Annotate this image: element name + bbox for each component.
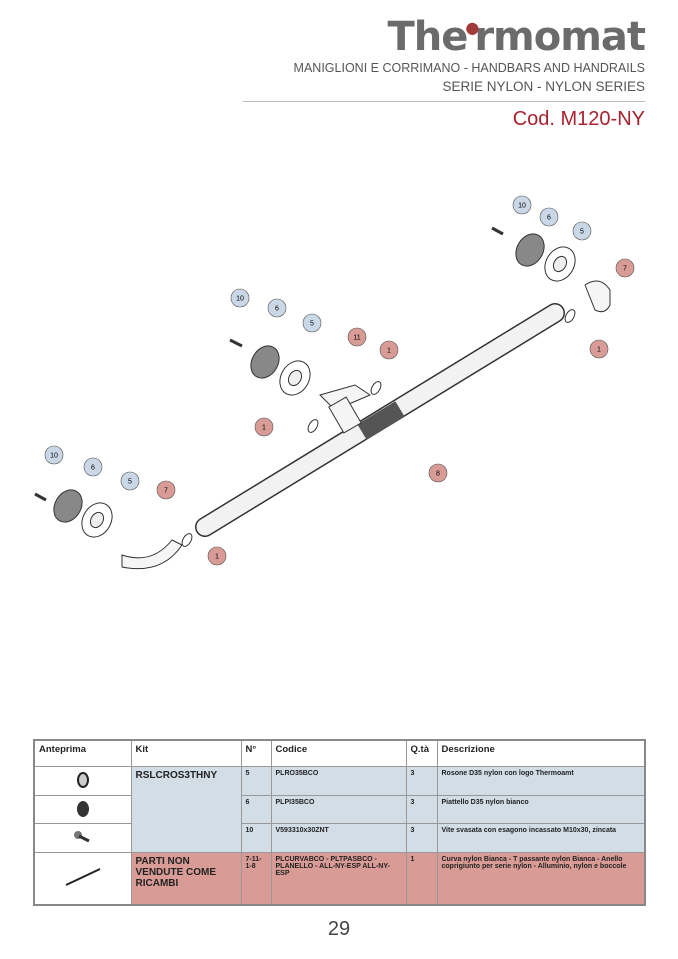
table-row: PARTI NON VENDUTE COME RICAMBI 7-11-1-8 … — [33, 852, 646, 905]
svg-text:10: 10 — [50, 453, 58, 460]
callout: 1 — [589, 339, 609, 359]
svg-text:7: 7 — [623, 266, 627, 273]
callout: 5 — [572, 221, 592, 241]
screw-preview-icon — [33, 823, 132, 853]
thermomat-logo: The●rmomat — [387, 14, 646, 60]
parts-table: Anteprima Kit N° Codice Q.tà Descrizione… — [33, 739, 646, 906]
svg-text:5: 5 — [310, 321, 314, 328]
callout: 10 — [44, 445, 64, 465]
part-qty: 3 — [405, 795, 438, 824]
series-subtitle: SERIE NYLON - NYLON SERIES — [442, 79, 645, 94]
part-qty: 1 — [405, 852, 438, 905]
callout: 5 — [302, 313, 322, 333]
category-subtitle: MANIGLIONI E CORRIMANO - HANDBARS AND HA… — [293, 61, 645, 75]
col-kit: Kit — [130, 739, 242, 767]
svg-text:6: 6 — [91, 465, 95, 472]
callout: 10 — [230, 288, 250, 308]
part-number: 5 — [240, 766, 272, 796]
part-description: Vite svasata con esagono incassato M10x3… — [436, 823, 646, 853]
svg-text:8: 8 — [436, 471, 440, 478]
tube-preview-icon — [33, 852, 132, 905]
svg-text:7: 7 — [164, 488, 168, 495]
svg-text:5: 5 — [580, 229, 584, 236]
plate-preview-icon — [33, 795, 132, 824]
col-number: N° — [240, 739, 272, 767]
kit-name: RSLCROS3THNY — [130, 766, 242, 853]
callout: 6 — [267, 298, 287, 318]
callout: 8 — [428, 463, 448, 483]
table-row: 10 V593310x30ZNT 3 Vite svasata con esag… — [33, 823, 646, 853]
callout: 7 — [615, 258, 635, 278]
page-number: 29 — [327, 918, 351, 940]
callout: 1 — [254, 417, 274, 437]
svg-text:6: 6 — [547, 215, 551, 222]
part-description: Rosone D35 nylon con logo Thermoamt — [436, 766, 646, 796]
part-code: V593310x30ZNT — [270, 823, 407, 853]
callout: 10 — [512, 195, 532, 215]
part-code: PLCURVABCO - PLTPASBCO - PLANELLO - ALL-… — [270, 852, 407, 905]
col-code: Codice — [270, 739, 407, 767]
part-description: Piattello D35 nylon bianco — [436, 795, 646, 824]
col-preview: Anteprima — [33, 739, 132, 767]
svg-text:11: 11 — [353, 335, 360, 342]
table-row: RSLCROS3THNY 5 PLRO35BCO 3 Rosone D35 ny… — [33, 766, 646, 853]
svg-text:10: 10 — [236, 296, 244, 303]
svg-text:10: 10 — [518, 203, 526, 210]
svg-text:1: 1 — [262, 425, 266, 432]
col-qty: Q.tà — [405, 739, 438, 767]
callout: 11 — [347, 327, 367, 347]
svg-text:1: 1 — [387, 348, 391, 355]
part-number: 7-11-1-8 — [240, 852, 272, 905]
part-qty: 3 — [405, 766, 438, 796]
callout: 1 — [379, 340, 399, 360]
table-row: 6 PLPI35BCO 3 Piattello D35 nylon bianco — [33, 795, 646, 824]
svg-text:1: 1 — [215, 554, 219, 561]
callout: 5 — [120, 471, 140, 491]
table-header-row: Anteprima Kit N° Codice Q.tà Descrizione — [33, 739, 646, 767]
callout: 6 — [83, 457, 103, 477]
callout: 6 — [539, 207, 559, 227]
part-code: PLPI35BCO — [270, 795, 407, 824]
part-description: Curva nylon Bianca - T passante nylon Bi… — [436, 852, 646, 905]
callout: 1 — [207, 546, 227, 566]
rosette-preview-icon — [33, 766, 132, 796]
col-description: Descrizione — [436, 739, 646, 767]
svg-text:1: 1 — [597, 347, 601, 354]
divider — [243, 101, 645, 102]
svg-text:6: 6 — [275, 306, 279, 313]
kit-name: PARTI NON VENDUTE COME RICAMBI — [130, 852, 242, 905]
part-number: 6 — [240, 795, 272, 824]
part-qty: 3 — [405, 823, 438, 853]
product-code: Cod. M120-NY — [512, 108, 645, 130]
svg-text:5: 5 — [128, 479, 132, 486]
exploded-diagram: 10 6 5 7 1 10 6 5 11 1 1 8 10 6 5 7 1 — [34, 195, 635, 570]
callout: 7 — [156, 480, 176, 500]
part-number: 10 — [240, 823, 272, 853]
part-code: PLRO35BCO — [270, 766, 407, 796]
